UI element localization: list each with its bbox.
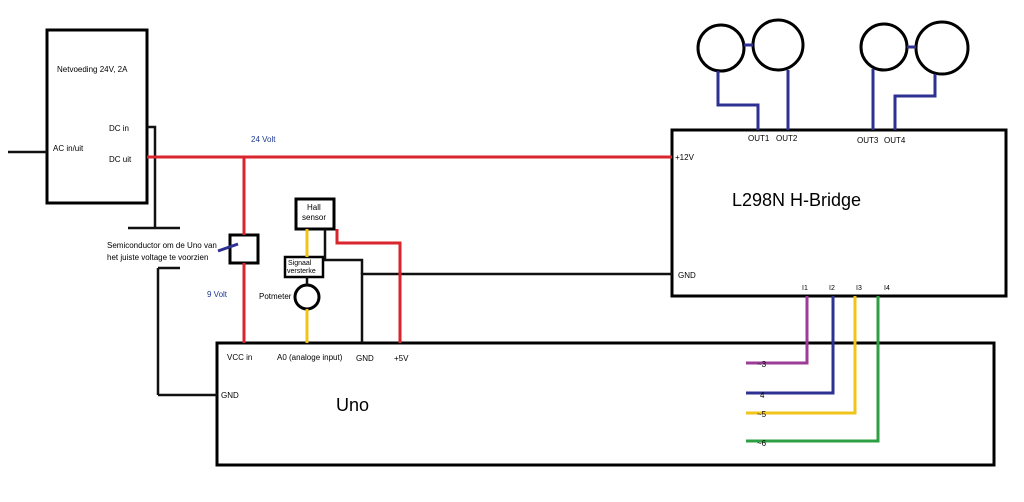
- uno-title: Uno: [336, 395, 369, 415]
- i4-label: I4: [884, 285, 890, 292]
- yellow-wires: [305, 229, 857, 415]
- potmeter-label: Potmeter: [259, 292, 292, 301]
- motor-4: [914, 20, 970, 76]
- i3-label: I3: [856, 285, 862, 292]
- amp-label-1: Signaal: [288, 260, 312, 267]
- purple-wire: [746, 296, 809, 365]
- motor-1: [696, 23, 746, 73]
- uno-gnd-left-label: GND: [221, 391, 239, 400]
- out4-label: OUT4: [884, 136, 906, 145]
- dc-in-label: DC in: [109, 124, 129, 133]
- semiconductor-box: [228, 233, 260, 265]
- uno-a0-label: A0 (analoge input): [277, 353, 343, 362]
- hb-12v-label: +12V: [675, 153, 695, 162]
- hbridge-title: L298N H-Bridge: [732, 190, 861, 210]
- dc-out-label: DC uit: [109, 155, 132, 164]
- hall-label-2: sensor: [302, 213, 326, 222]
- uno-box: [215, 341, 996, 467]
- pin5-label: ~5: [757, 410, 767, 419]
- black-wires: [8, 125, 672, 397]
- semiconductor-label-2: het juiste voltage te voorzien: [107, 253, 208, 262]
- power-supply-box: [45, 28, 149, 205]
- out1-label: OUT1: [748, 134, 770, 143]
- hbridge-box: [670, 128, 1008, 298]
- red-wires: [147, 155, 672, 343]
- amp-label-2: versterke: [287, 268, 316, 275]
- motor-2: [751, 18, 805, 72]
- out2-label: OUT2: [776, 134, 798, 143]
- signal-amplifier-box: [283, 255, 325, 279]
- out3-label: OUT3: [857, 136, 879, 145]
- volt24-label: 24 Volt: [251, 135, 276, 144]
- uno-vcc-label: VCC in: [227, 353, 252, 362]
- motor-3: [859, 22, 909, 72]
- green-wire: [746, 296, 880, 443]
- i1-label: I1: [802, 285, 808, 292]
- ac-in-label: AC in/uit: [53, 144, 84, 153]
- volt9-label: 9 Volt: [207, 290, 228, 299]
- pin4-label: 4: [760, 391, 765, 400]
- pin6-label: ~6: [757, 439, 767, 448]
- power-supply-label: Netvoeding 24V, 2A: [57, 65, 128, 74]
- hb-gnd-label: GND: [678, 271, 696, 280]
- hall-label-1: Hall: [307, 203, 321, 212]
- uno-5v-label: +5V: [394, 354, 409, 363]
- semiconductor-label-1: Semiconductor om de Uno van: [107, 241, 217, 250]
- hall-sensor-box: [294, 197, 336, 231]
- uno-gnd-top-label: GND: [356, 354, 374, 363]
- pin3-label: ~3: [757, 360, 767, 369]
- potmeter-circle: [293, 283, 321, 311]
- blue-wires: [217, 43, 937, 395]
- i2-label: I2: [829, 285, 835, 292]
